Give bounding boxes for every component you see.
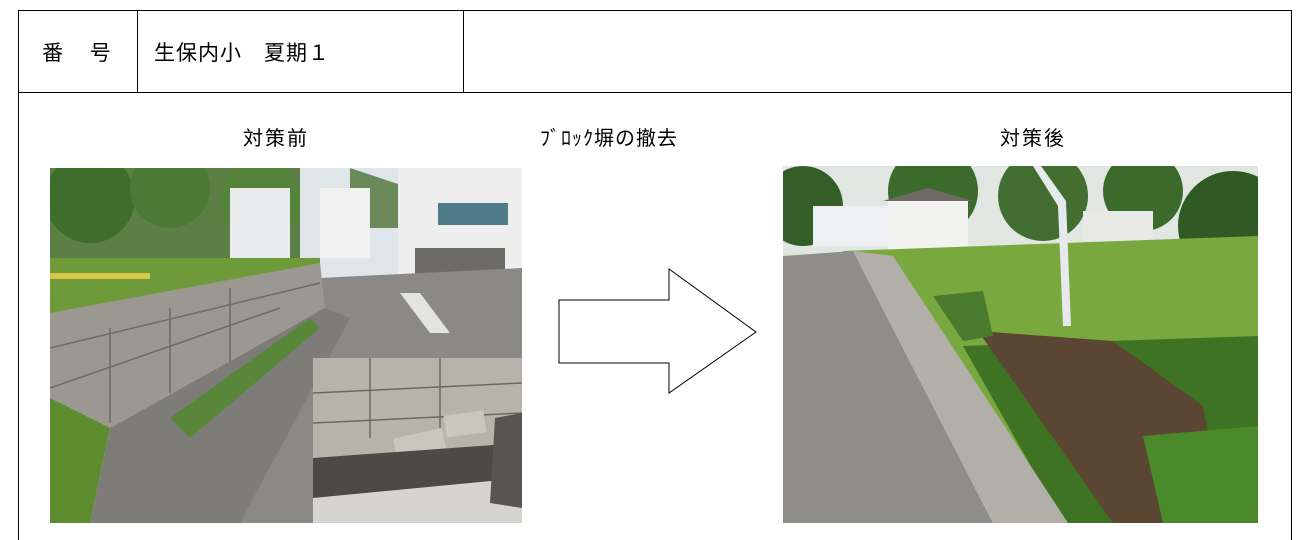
arrow-right-icon xyxy=(558,268,757,394)
caption-before: 対策前 xyxy=(243,126,309,150)
caption-action: ﾌﾞﾛｯｸ塀の撤去 xyxy=(540,126,678,150)
photo-after xyxy=(783,166,1258,523)
photo-before xyxy=(50,168,522,523)
number-label: 番 号 xyxy=(18,10,138,93)
number-value: 生保内小 夏期１ xyxy=(154,40,330,65)
caption-after: 対策後 xyxy=(1000,126,1066,150)
document-frame xyxy=(18,10,1292,540)
header-divider xyxy=(18,92,1292,93)
header-cell-divider xyxy=(463,10,464,93)
